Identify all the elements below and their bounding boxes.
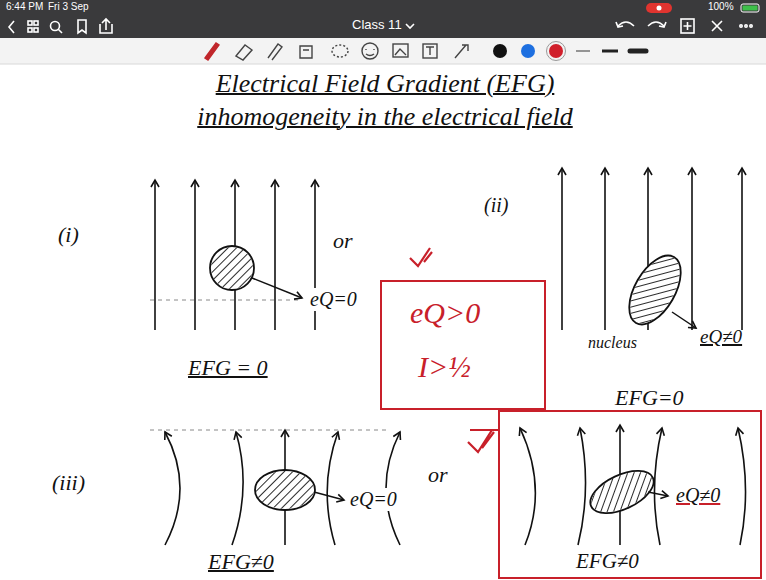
quadrupole-label: eQ=0 [308,288,359,311]
or-word: or [333,228,353,253]
box-text: eQ≠0 [674,484,722,507]
efg-label: EFG=0 [615,385,684,410]
case-number: (i) [58,222,79,247]
document-name: Class 11 [352,18,402,33]
status-time: 6:44 PM [6,1,43,13]
tool-bar [0,38,766,64]
nav-icons [9,19,752,33]
battery-level: 100% [708,1,734,13]
status-bar [0,0,766,38]
nucleus-label: nucleus [588,334,637,352]
condition-box: eQ>0I>½ [380,280,546,410]
quadrupole-label: eQ≠0 [700,326,742,348]
field-lines-i [155,180,315,330]
quadrupole-label: eQ=0 [348,488,399,511]
field-lines-iii [165,430,400,545]
case-number: (ii) [484,194,508,217]
box-text: I>½ [418,350,471,385]
or-word: or [428,462,448,487]
box-text: eQ>0 [410,296,480,331]
status-date: Fri 3 Sep [48,1,89,13]
efg-label: EFG≠0 [208,549,274,574]
tool-icons [205,43,468,60]
field-lines-iv [520,425,746,545]
answer-box: eQ≠0EFG≠0 [498,410,762,579]
case-number: (iii) [52,470,85,495]
box-text: EFG≠0 [576,549,639,573]
note-title: Electrical Field Gradient (EFG) inhomoge… [150,68,620,133]
efg-label: EFG = 0 [188,355,268,380]
